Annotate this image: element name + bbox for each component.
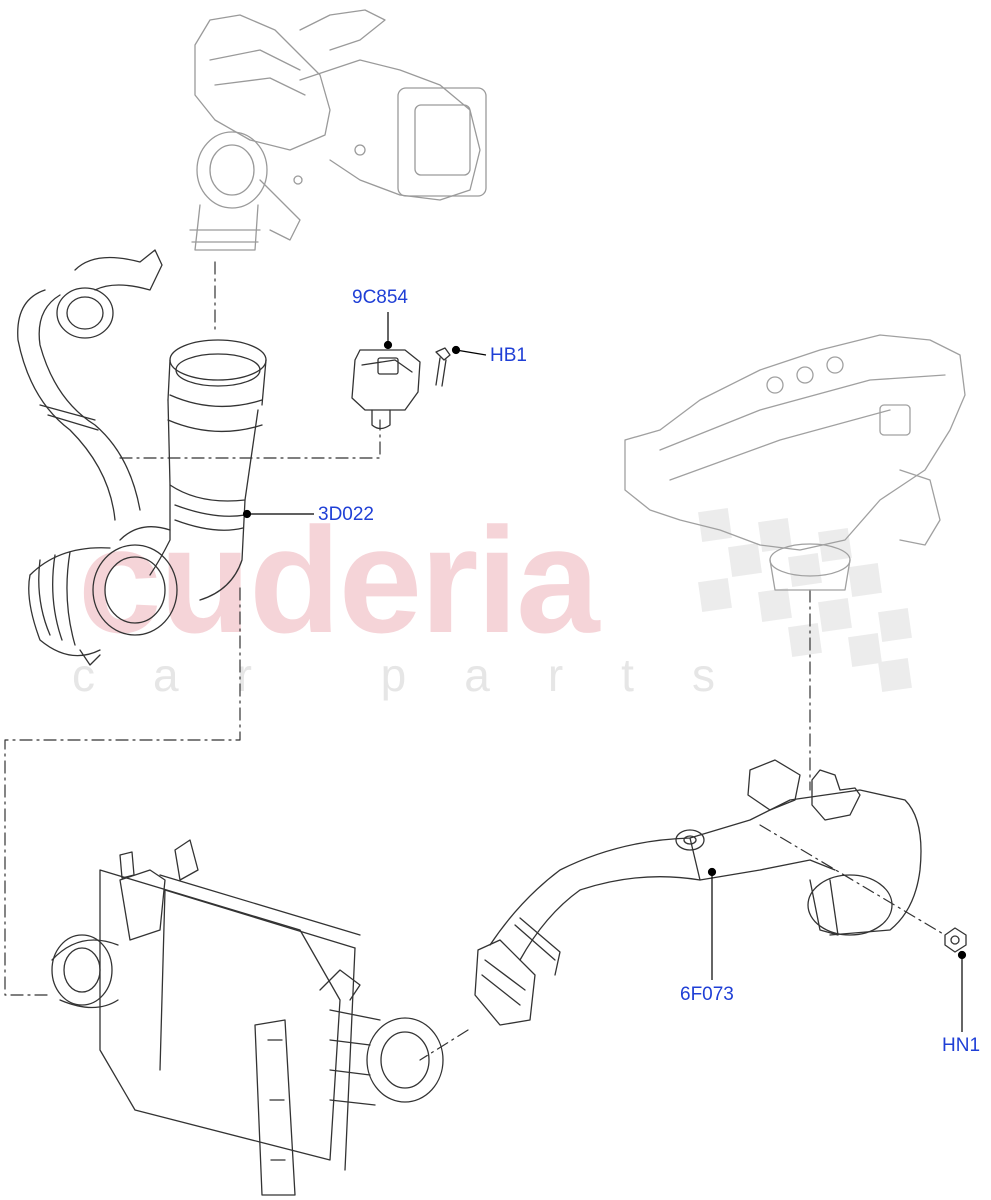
lower-intake-pipe [474, 759, 922, 1026]
boost-pressure-sensor [351, 349, 421, 430]
callout-hn1: HN1 [942, 1035, 981, 1056]
callout-leaders [242, 312, 967, 1032]
flange-nut [944, 927, 967, 953]
upper-intake-hose [17, 249, 267, 666]
watermark-brand: cuderia [78, 496, 600, 664]
callout-6f073: 6F073 [680, 984, 734, 1005]
turbocharger [189, 9, 487, 251]
intercooler [51, 839, 444, 1196]
callout-hb1: HB1 [490, 345, 527, 366]
intake-manifold [624, 334, 966, 591]
checkered-flag-watermark [698, 508, 912, 692]
callout-3d022: 3D022 [318, 504, 374, 525]
leader-lines [4, 261, 946, 1061]
bolt [435, 347, 451, 387]
watermark-tagline: car parts [72, 649, 773, 701]
callout-9c854: 9C854 [352, 287, 408, 308]
